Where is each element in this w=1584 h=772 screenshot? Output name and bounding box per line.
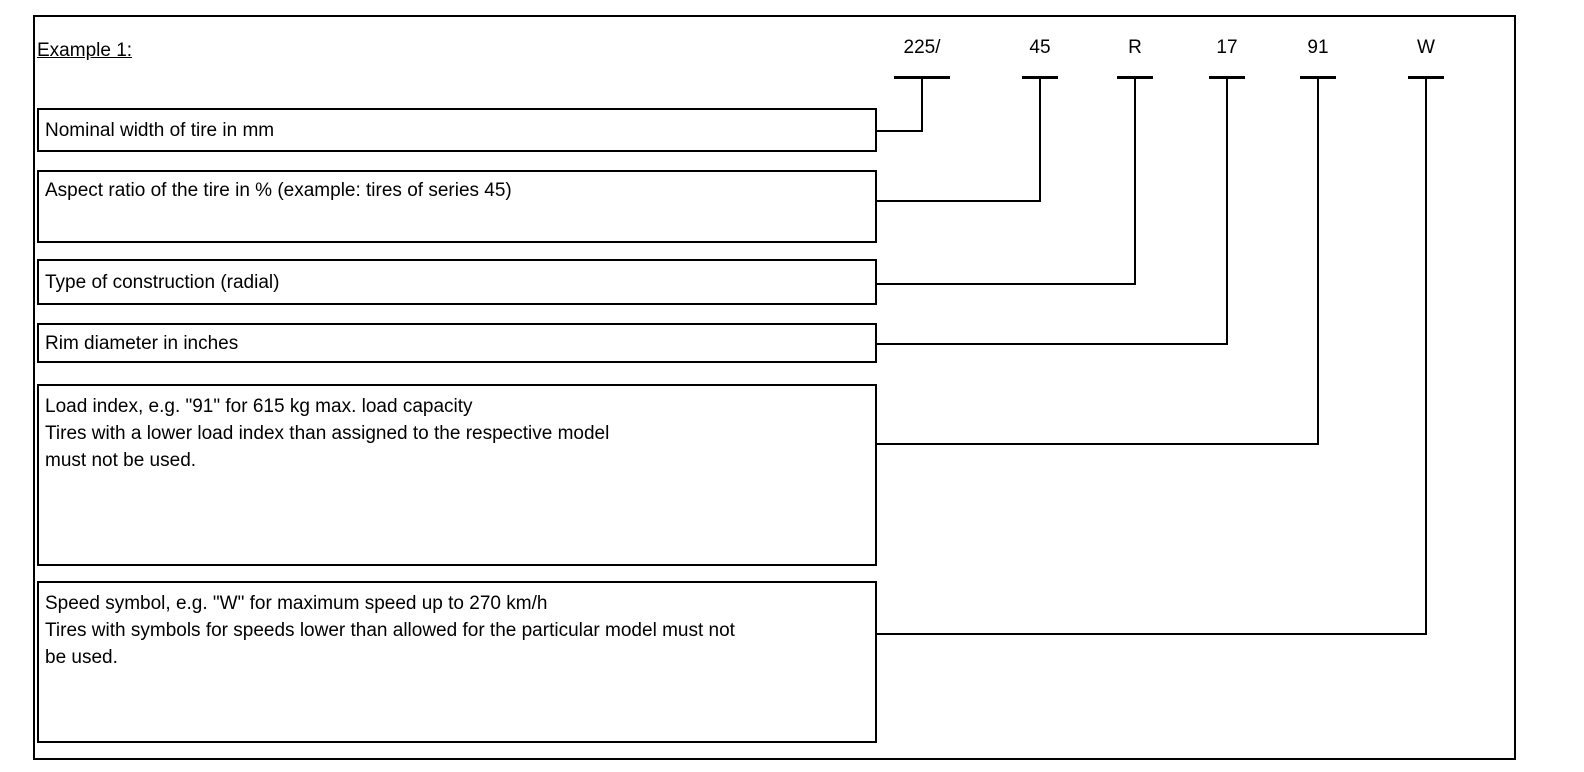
connector-horizontal [877,200,1041,202]
label-box-text: Type of construction (radial) [45,271,280,293]
connector-vertical [1425,76,1427,635]
connector-horizontal [877,130,923,132]
connector-vertical [1226,76,1228,345]
connector-vertical [1317,76,1319,445]
example-heading: Example 1: [37,40,133,61]
connector-horizontal [877,283,1136,285]
connector-horizontal [877,343,1228,345]
connector-horizontal [877,633,1427,635]
tire-code-part-rim-diameter: 17 [1216,37,1238,58]
label-box-text: Tires with symbols for speeds lower than… [45,620,735,641]
label-box-text: Tires with a lower load index than assig… [45,423,610,444]
label-box-text: Aspect ratio of the tire in % (example: … [45,180,512,201]
connector-horizontal [877,443,1319,445]
label-box-construction: Type of construction (radial) [37,259,877,305]
label-box-text: Rim diameter in inches [45,332,239,354]
label-box-text: Nominal width of tire in mm [45,119,275,141]
tire-code-part-aspect-ratio: 45 [1029,37,1051,58]
connector-vertical [1039,76,1041,202]
connector-vertical [921,76,923,132]
label-box-rim-diameter: Rim diameter in inches [37,323,877,363]
label-box-text: Load index, e.g. "91" for 615 kg max. lo… [45,396,473,417]
diagram-outer-border [33,15,1516,760]
label-box-nominal-width: Nominal width of tire in mm [37,108,877,152]
tire-code-part-speed-symbol: W [1417,37,1435,58]
tire-code-part-load-index: 91 [1307,37,1329,58]
label-box-text: must not be used. [45,450,197,471]
connector-vertical [1134,76,1136,285]
tire-code-part-construction: R [1128,37,1142,58]
label-box-speed-symbol: Speed symbol, e.g. "W" for maximum speed… [37,581,877,743]
label-box-text: Speed symbol, e.g. "W" for maximum speed… [45,593,548,614]
label-box-aspect-ratio: Aspect ratio of the tire in % (example: … [37,170,877,243]
tire-code-part-width: 225/ [903,37,941,58]
label-box-load-index: Load index, e.g. "91" for 615 kg max. lo… [37,384,877,566]
label-box-text: be used. [45,647,118,668]
